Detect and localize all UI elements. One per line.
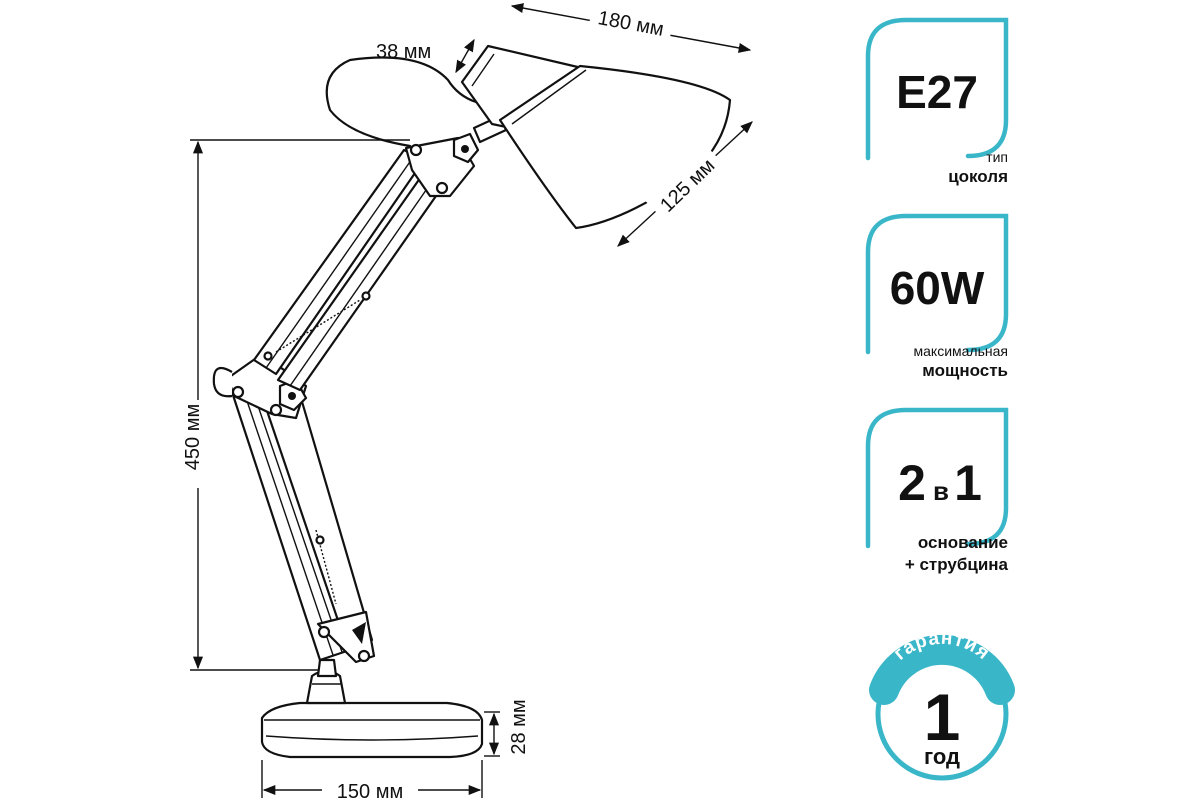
lamp-base	[260, 701, 484, 759]
badge-power-caption-bold: мощность	[922, 361, 1008, 380]
badge-socket-caption-bold: цоколя	[948, 167, 1008, 186]
dim-neck-label: 38 мм	[376, 41, 431, 63]
badge-power-caption-small: максимальная	[914, 343, 1009, 359]
badge-two-in-one: 2 в 1 основание + струбцина	[865, 407, 1009, 574]
badge-max-power: 60W максимальная мощность	[865, 213, 1009, 380]
warranty-arc-band	[869, 634, 1015, 705]
dim-height-label: 450 мм	[182, 404, 204, 470]
lamp-upper-arm	[252, 148, 452, 392]
badge-socket-caption-small: тип	[986, 149, 1008, 165]
badge-2in1-big-right: 1	[954, 455, 982, 511]
badge-2in1-small: в	[933, 476, 949, 506]
lamp-lower-arm	[230, 386, 376, 664]
badge-power-value: 60W	[890, 262, 985, 314]
lamp-head-joint	[404, 114, 508, 198]
warranty-unit: год	[924, 744, 960, 769]
badge-socket-value: E27	[896, 66, 978, 118]
badge-2in1-big-left: 2	[898, 455, 926, 511]
badge-2in1-caption-line2: + струбцина	[905, 555, 1009, 574]
dim-base-width-label: 150 мм	[337, 781, 403, 800]
dim-base-height-label: 28 мм	[508, 699, 530, 754]
badge-socket-type: E27 тип цоколя	[865, 17, 1009, 186]
warranty-number: 1	[924, 680, 961, 754]
lamp-cable	[325, 56, 478, 148]
badge-2in1-caption-line1: основание	[918, 533, 1008, 552]
warranty-seal: гарантия 1 год	[869, 628, 1015, 781]
desk-lamp-drawing	[212, 44, 732, 759]
